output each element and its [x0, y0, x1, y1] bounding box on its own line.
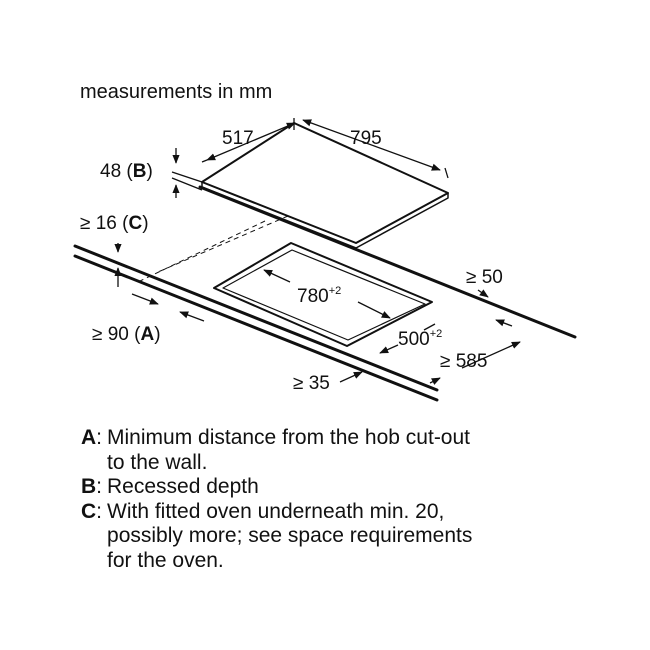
worktop-front-edge-top — [73, 244, 439, 392]
dim-cutout-width: 780+2 — [297, 285, 341, 307]
legend-text-a: Minimum distance from the hob cut-out to… — [107, 426, 471, 474]
worktop — [73, 185, 577, 402]
dim-recess: 48 (B) — [100, 161, 153, 182]
legend-text-b: Recessed depth — [107, 475, 259, 498]
dimension-labels: 517 795 48 (B) ≥ 16 (C) ≥ 90 (A) 780+2 5… — [80, 128, 503, 394]
dim-rear-edge: ≥ 50 — [466, 267, 503, 288]
legend-key-b: B — [81, 475, 97, 498]
installation-diagram: measurements in mm — [73, 81, 577, 402]
legend-key-a: A — [81, 426, 97, 449]
measurements-caption: measurements in mm — [80, 81, 272, 103]
worktop-front-edge-bottom — [73, 254, 439, 402]
legend-item-a: A: Minimum distance from the hob cut-out… — [81, 426, 471, 474]
dim-front-edge: ≥ 35 — [293, 373, 330, 394]
dim-wall-distance-value: ≥ 90 — [92, 324, 129, 345]
dim-wall-distance-key: A — [140, 324, 154, 345]
legend-item-b: B: Recessed depth — [81, 475, 259, 498]
dim-hob-width: 795 — [350, 128, 382, 149]
dim-wall-distance: ≥ 90 (A) — [92, 324, 161, 345]
hob-thickness-edge — [201, 182, 449, 249]
dim-hob-depth: 517 — [222, 128, 254, 149]
dim-worktop-depth: ≥ 585 — [440, 351, 487, 372]
projection-lines — [139, 215, 289, 282]
dim-oven-gap-value: ≥ 16 — [80, 213, 117, 234]
legend: A: Minimum distance from the hob cut-out… — [81, 426, 601, 573]
legend-item-c: C: With fitted oven underneath min. 20, … — [81, 499, 473, 572]
legend-key-c: C — [81, 499, 97, 523]
worktop-back-edge — [198, 185, 577, 339]
cutout-outer — [213, 242, 433, 347]
dim-cutout-depth: 500+2 — [398, 328, 442, 350]
dim-recess-value: 48 — [100, 161, 121, 182]
dimension-lines — [114, 118, 521, 385]
legend-text-c: With fitted oven underneath min. 20, pos… — [107, 499, 473, 572]
cutout-inner — [222, 249, 426, 341]
dim-oven-gap-key: C — [128, 213, 142, 234]
dim-recess-key: B — [133, 161, 147, 182]
cutout — [213, 242, 433, 347]
dim-oven-gap: ≥ 16 (C) — [80, 213, 149, 234]
